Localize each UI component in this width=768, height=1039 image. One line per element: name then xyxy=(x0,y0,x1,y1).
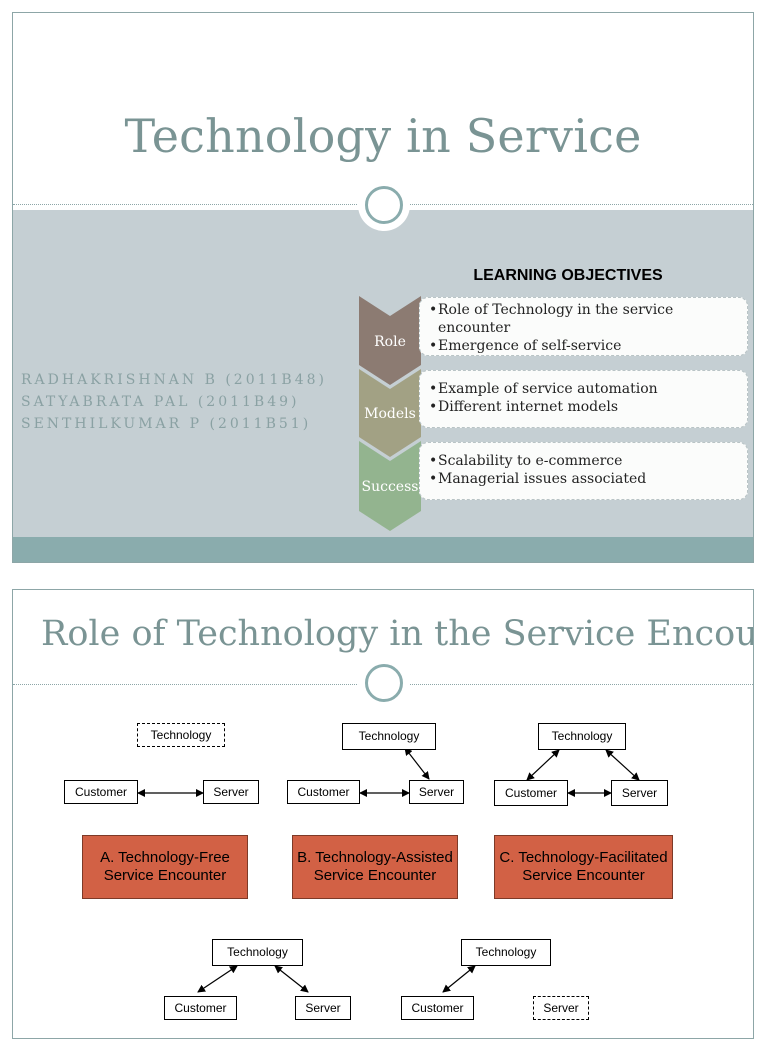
technology-node: Technology xyxy=(137,723,225,747)
chevron-success xyxy=(359,441,421,531)
arrow-technology-customer-e xyxy=(442,965,476,993)
author-name: RADHAKRISHNAN B (2011B48) xyxy=(21,372,327,388)
title-slide: Technology in Service RADHAKRISHNAN B (2… xyxy=(12,12,754,563)
server-node: Server xyxy=(611,780,668,806)
chevron-label: Role xyxy=(374,334,406,350)
encounter-box: B. Technology-Assisted Service Encounter xyxy=(292,835,458,899)
content-slide: Role of Technology in the Service Encoun… xyxy=(12,589,754,1039)
technology-node: Technology xyxy=(212,939,303,966)
footer-bar xyxy=(13,537,753,562)
technology-node: Technology xyxy=(461,939,551,966)
chevron-role xyxy=(359,296,421,385)
encounter-box: C. Technology-Facilitated Service Encoun… xyxy=(494,835,673,899)
diagram-connectors xyxy=(137,747,640,993)
objective-bullet: Managerial issues associated xyxy=(429,470,739,488)
encounter-box: A. Technology-Free Service Encounter xyxy=(82,835,248,899)
arrow-technology-customer-c xyxy=(526,749,560,781)
author-list: RADHAKRISHNAN B (2011B48) SATYABRATA PAL… xyxy=(21,369,327,435)
ring-ornament-icon xyxy=(358,179,410,231)
arrow-technology-server-b xyxy=(404,747,430,780)
customer-node: Customer xyxy=(287,780,360,804)
chevron-models xyxy=(359,369,421,457)
author-name: SATYABRATA PAL (2011B49) xyxy=(21,394,300,410)
customer-node: Customer xyxy=(164,996,237,1020)
server-node: Server xyxy=(409,780,464,804)
arrow-technology-customer-d xyxy=(197,965,238,993)
slide-title: Role of Technology in the Service Encoun… xyxy=(41,614,754,654)
customer-node: Customer xyxy=(64,780,138,804)
customer-node: Customer xyxy=(401,996,474,1020)
server-node: Server xyxy=(295,996,351,1020)
chevron-label: Success xyxy=(362,479,419,495)
server-node: Server xyxy=(203,780,259,804)
technology-node: Technology xyxy=(342,723,436,750)
objective-bullet: Example of service automation xyxy=(429,380,739,398)
technology-node: Technology xyxy=(538,723,626,750)
objective-bullet: Different internet models xyxy=(429,398,739,416)
objective-box-success: Scalability to e-commerce Managerial iss… xyxy=(419,442,748,500)
objectives-chevrons: Role Models Success xyxy=(359,296,421,531)
objective-box-models: Example of service automation Different … xyxy=(419,370,748,428)
arrow-technology-server-c xyxy=(605,749,640,781)
ring-ornament-icon xyxy=(358,657,410,709)
arrow-technology-server-d xyxy=(274,965,309,993)
author-name: SENTHILKUMAR P (2011B51) xyxy=(21,416,312,432)
objective-bullet: Role of Technology in the service encoun… xyxy=(429,301,739,337)
objective-bullet: Scalability to e-commerce xyxy=(429,452,739,470)
chevron-label: Models xyxy=(364,406,416,422)
customer-node: Customer xyxy=(494,780,568,806)
objectives-heading: LEARNING OBJECTIVES xyxy=(473,267,663,284)
objective-bullet: Emergence of self-service xyxy=(429,337,739,355)
slide-title: Technology in Service xyxy=(124,109,642,163)
server-node: Server xyxy=(533,996,589,1020)
objective-box-role: Role of Technology in the service encoun… xyxy=(419,297,748,356)
